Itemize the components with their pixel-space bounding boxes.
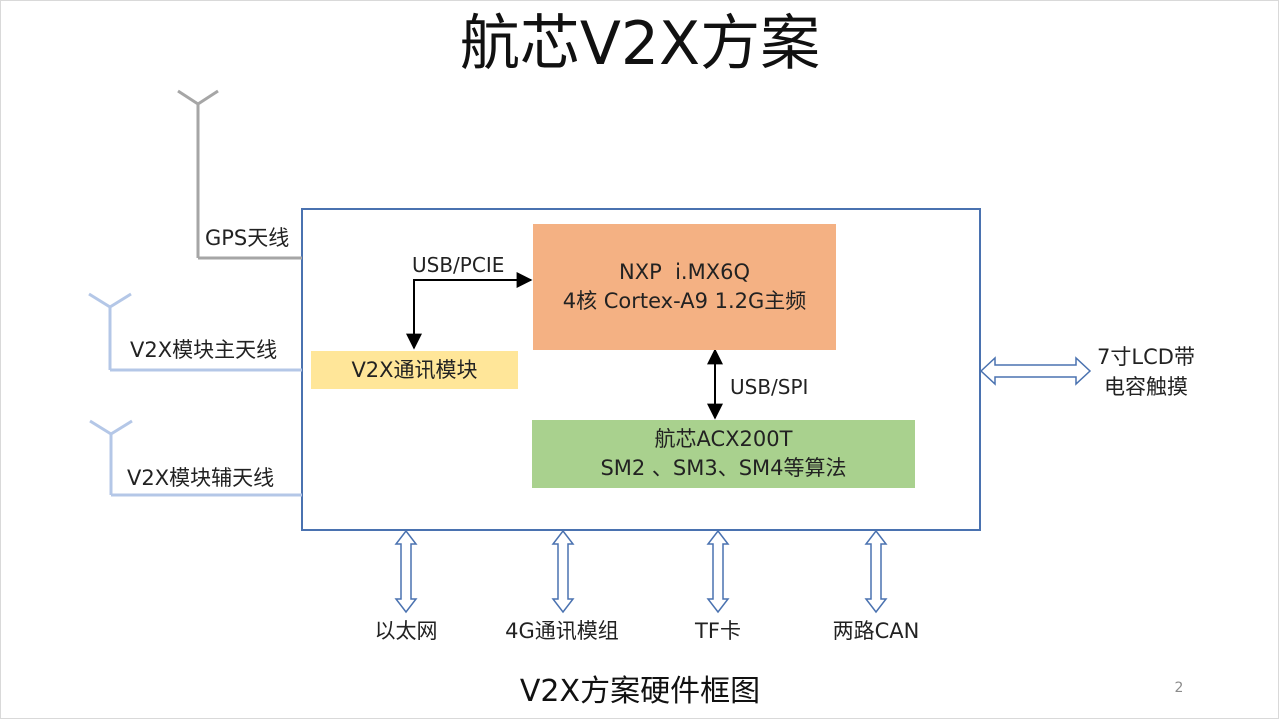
soc-module: NXP i.MX6Q 4核 Cortex-A9 1.2G主频 [533, 224, 836, 350]
v2x-module: V2X通讯模块 [311, 351, 518, 389]
security-chip-spec: SM2 、SM3、SM4等算法 [600, 456, 847, 480]
peripheral-ethernet-label: 以太网 [374, 619, 438, 643]
usb-pcie-label: USB/PCIE [412, 253, 505, 277]
peripheral-can-arrow [864, 529, 888, 614]
v2x-main-antenna-label: V2X模块主天线 [130, 338, 278, 362]
peripheral-tf-card-arrow [706, 529, 730, 614]
diagram-caption: V2X方案硬件框图 [519, 674, 761, 709]
peripheral-ethernet-arrow [394, 529, 418, 614]
lcd-label-line2: 电容触摸 [1104, 375, 1188, 399]
usb-spi-label: USB/SPI [730, 375, 809, 399]
peripheral-can-label: 两路CAN [832, 619, 920, 643]
v2x-aux-antenna-label: V2X模块辅天线 [127, 466, 275, 490]
gps-antenna-label: GPS天线 [205, 226, 290, 250]
v2x-main-antenna-icon [88, 292, 302, 372]
gps-antenna-icon [177, 89, 302, 260]
v2x-module-label: V2X通讯模块 [351, 357, 478, 382]
slide-title: 航芯V2X方案 [459, 9, 821, 79]
peripheral-4g-module-label: 4G通讯模组 [505, 619, 619, 643]
page-number: 2 [1174, 680, 1184, 696]
security-chip-module: 航芯ACX200T SM2 、SM3、SM4等算法 [532, 420, 915, 488]
peripheral-tf-card-label: TF卡 [695, 619, 741, 643]
security-chip-name: 航芯ACX200T [654, 427, 793, 451]
usb-pcie-connector [406, 272, 533, 350]
v2x-aux-antenna-icon [89, 419, 302, 497]
soc-module-name: NXP i.MX6Q [618, 260, 750, 284]
lcd-label-line1: 7寸LCD带 [1097, 345, 1195, 369]
lcd-interface-arrow [979, 356, 1092, 386]
peripheral-4g-module-arrow [551, 529, 575, 614]
soc-module-spec: 4核 Cortex-A9 1.2G主频 [562, 289, 807, 313]
